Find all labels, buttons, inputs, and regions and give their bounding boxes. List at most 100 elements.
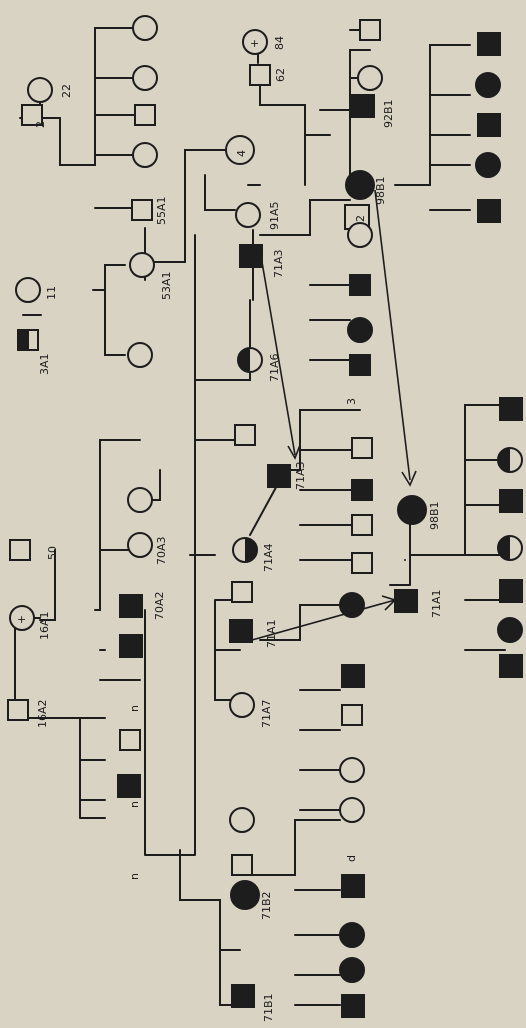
line-71A7-children: [259, 604, 341, 811]
arrow-71A1-head: [381, 595, 397, 611]
label-70A2: 70A2: [153, 591, 166, 620]
label-d: d: [345, 855, 358, 862]
label-71B1: 71B1: [262, 993, 275, 1022]
male-71A3mid-c3: [351, 514, 373, 536]
dau-bottom-6: [497, 617, 523, 643]
line-98B1-71A1: [389, 519, 411, 586]
label-84: 84: [273, 36, 286, 50]
male-71A1-low: [394, 589, 418, 613]
male-2: [21, 104, 43, 126]
line-70-branch: [94, 439, 141, 681]
female-71A4-half: [245, 538, 257, 562]
female-71B-top: [229, 807, 255, 833]
male-71A1-sib: [231, 581, 253, 603]
label-16A1: 16A1: [38, 611, 51, 640]
male-71A3-c4: [349, 354, 371, 376]
label-22: 22: [60, 84, 73, 98]
box-2-count: 2: [354, 215, 367, 222]
label-3: 3: [345, 398, 358, 405]
female-70-sib: [127, 487, 153, 513]
plus-16A1: +: [17, 613, 26, 626]
female-84-c2: [357, 65, 383, 91]
line-92B1-98B1: [319, 29, 371, 181]
line-62-84: [259, 74, 331, 186]
label-71A7: 71A7: [260, 699, 273, 728]
line-71A1-row: [189, 554, 251, 701]
label-70A3: 70A3: [155, 536, 168, 565]
son-bottom-5: [499, 579, 523, 603]
label-71A1-low: 71A1: [430, 589, 443, 618]
label-n2: n: [128, 801, 141, 808]
female-53-sib1: [127, 342, 153, 368]
female-84: [242, 29, 268, 55]
female-53A1: [129, 252, 155, 278]
male-16A1-c1: [119, 729, 141, 751]
dau-bottom-2-half: [498, 448, 510, 472]
label-98B1-mid: 98B1: [428, 501, 441, 530]
arrow-98B1-to-98B1mid: [374, 189, 411, 481]
female-71A3-c1: [347, 222, 373, 248]
four-top: 4: [235, 150, 248, 157]
male-16A1-c2: [117, 774, 141, 798]
line-71B-descent: [179, 849, 241, 1006]
son-bottom-7: [499, 654, 523, 678]
arrow-71A3-head: [287, 444, 301, 460]
male-71A3-top: [239, 244, 263, 268]
son-71B2-4: [341, 994, 365, 1018]
line-bottom-children: [409, 404, 506, 651]
female-98B1-mid: [397, 495, 427, 525]
label-3A1: 3A1: [38, 353, 51, 375]
male-62: [249, 64, 271, 86]
line-71A3-mid-children: [279, 409, 361, 561]
dau-98B1-2: [475, 72, 501, 98]
female-22: [27, 77, 53, 103]
male-22-c3: [134, 104, 156, 126]
male-71A3-c2: [349, 274, 371, 296]
label-71A3-top: 71A3: [272, 249, 285, 278]
female-4-box: [225, 135, 255, 165]
line-spine: [144, 234, 196, 856]
son-98B1-3: [477, 113, 501, 137]
female-71B2: [230, 880, 260, 910]
female-22-c1: [132, 15, 158, 41]
line-98B1-children: [394, 44, 471, 211]
plus-84: +: [250, 37, 259, 50]
arrow-98B1-head: [401, 470, 417, 487]
female-71A6-half: [238, 348, 250, 372]
male-70-sib: [119, 634, 143, 658]
son-98B1-1: [477, 32, 501, 56]
male-71A3-mid: [267, 464, 291, 488]
female-22-c2: [132, 65, 158, 91]
male-71B1: [231, 984, 255, 1008]
label-91A5: 91A5: [268, 201, 281, 230]
son-bottom-3: [499, 489, 523, 513]
female-98B1-top: [345, 170, 375, 200]
dau-98B1-4: [475, 152, 501, 178]
female-11: [15, 277, 41, 303]
male-71A1-mid: [229, 619, 253, 643]
arrow-71A1-to-71A1low: [251, 599, 396, 641]
label-71A6: 71A6: [268, 353, 281, 382]
male-3A1-half: [17, 329, 29, 351]
line-16A1-children: [14, 717, 106, 819]
label-62: 62: [274, 68, 287, 82]
son-71A7-2: [341, 664, 365, 688]
label-50: 50: [46, 546, 59, 560]
male-70A2: [119, 594, 143, 618]
dau-71A7-1: [339, 592, 365, 618]
male-71A3mid-c4: [351, 552, 373, 574]
label-2: 2: [34, 121, 47, 128]
line-top-descent: [59, 27, 136, 209]
male-55A1: [131, 199, 153, 221]
male-71A3-sib: [234, 424, 256, 446]
label-71A4: 71A4: [262, 543, 275, 572]
male-84-c1: [359, 19, 381, 41]
dau-71A7-5: [339, 797, 365, 823]
label-55A1: 55A1: [155, 196, 168, 225]
son-98B1-5: [477, 199, 501, 223]
label-98B1-top: 98B1: [374, 176, 387, 205]
male-92B1: [351, 94, 375, 118]
label-16A2: 16A2: [36, 699, 49, 728]
